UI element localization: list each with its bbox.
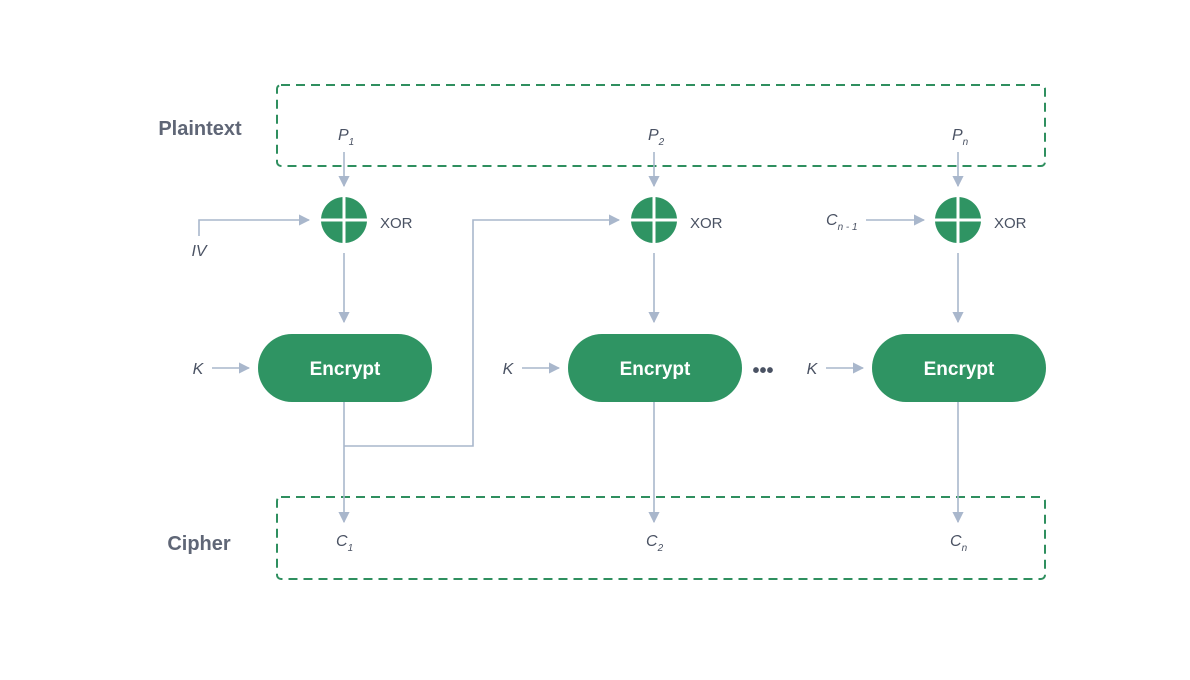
xor-n <box>935 197 981 243</box>
xor-label-1: XOR <box>380 215 413 232</box>
encrypt-label-2: Encrypt <box>620 359 691 380</box>
key-label-1: K <box>193 361 205 378</box>
plaintext-box <box>276 84 1046 167</box>
xor-2 <box>631 197 677 243</box>
xor-1 <box>321 197 367 243</box>
cipher-label: Cipher <box>167 533 231 555</box>
plaintext-block-2: P2 <box>648 127 665 148</box>
plaintext-block-n: Pn <box>952 127 969 148</box>
plaintext-block-1: P1 <box>338 127 354 148</box>
cipher-block-2: C2 <box>646 533 664 554</box>
cipher-box <box>276 496 1046 580</box>
key-label-n: K <box>807 361 819 378</box>
encrypt-block-n <box>872 334 1046 402</box>
cipher-block-1: C1 <box>336 533 353 554</box>
plaintext-label: Plaintext <box>158 118 242 140</box>
key-label-2: K <box>503 361 515 378</box>
xor-label-2: XOR <box>690 215 723 232</box>
prev-cipher-label: Cn - 1 <box>826 212 858 233</box>
wire-iv-xor <box>198 214 311 236</box>
ellipsis: ••• <box>752 360 773 382</box>
cipher-block-n: Cn <box>950 533 968 554</box>
encrypt-label-n: Encrypt <box>924 359 995 380</box>
encrypt-block-1 <box>258 334 432 402</box>
xor-label-n: XOR <box>994 215 1027 232</box>
wire-c1-feedback <box>344 214 621 447</box>
encrypt-block-2 <box>568 334 742 402</box>
encrypt-label-1: Encrypt <box>310 359 381 380</box>
iv-label: IV <box>191 243 207 260</box>
